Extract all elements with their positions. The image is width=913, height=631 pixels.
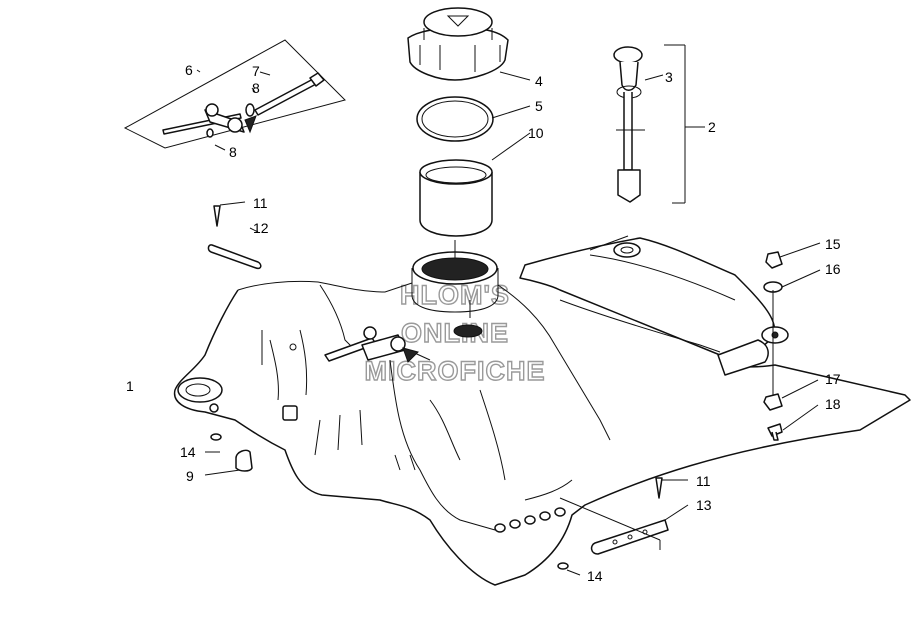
callout-4: 4 [535,73,543,89]
callout-18: 18 [825,396,841,412]
callout-5: 5 [535,98,543,114]
fuel-cap [407,7,509,81]
fuel-tank [173,237,911,586]
tank-mounting-holes [494,507,566,533]
fuel-gauge-sender [613,46,645,203]
callout-9: 9 [186,468,194,484]
callout-14-left: 14 [180,444,196,460]
right-fasteners [763,251,783,441]
callout-1: 1 [126,378,134,394]
leader-lines [196,44,821,576]
screw-and-strap [207,205,262,270]
bracket-assembly [123,39,346,149]
callout-16: 16 [825,261,841,277]
grommet-and-washer [210,433,253,472]
callout-8-top: 8 [252,80,260,96]
lower-strap [557,477,669,570]
watermark-line-3: MICROFICHE [365,356,546,386]
callout-11-top: 11 [253,195,268,211]
hose-fitting [324,326,419,363]
callout-labels: 1 2 3 4 5 6 7 8 8 9 10 11 12 11 13 14 14… [126,62,841,584]
o-ring [416,96,494,142]
callout-10: 10 [528,125,544,141]
watermark-line-2: ONLINE [401,318,509,348]
callout-3: 3 [665,69,673,85]
filler-neck-sleeve [419,159,493,237]
callout-17: 17 [825,371,841,387]
callout-8-bottom: 8 [229,144,237,160]
callout-7: 7 [252,63,260,79]
callout-13: 13 [696,497,712,513]
callout-14-bottom: 14 [587,568,603,584]
watermark: HLOM'S ONLINE MICROFICHE [364,279,546,386]
callout-2: 2 [708,119,716,135]
callout-11-bottom: 11 [696,473,711,489]
callout-12: 12 [253,220,269,236]
callout-6: 6 [185,62,193,78]
callout-15: 15 [825,236,841,252]
